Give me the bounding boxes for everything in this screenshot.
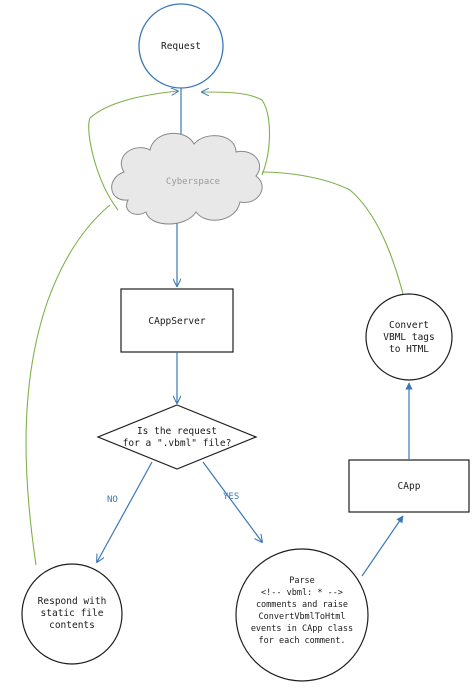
convert-node: Convert VBML tags to HTML — [365, 293, 453, 381]
parse-line-2: <!-- vbml: * --> — [261, 588, 343, 598]
edge-cyberspace-right-return — [202, 92, 270, 176]
edge-respond-to-request — [25, 204, 111, 566]
parse-line-6: for each comment. — [259, 636, 346, 646]
parse-line-3: comments and raise — [256, 600, 348, 610]
edge-decision-no — [97, 461, 153, 562]
convert-line-1: Convert — [389, 320, 429, 331]
parse-node: Parse <!-- vbml: * --> comments and rais… — [235, 548, 369, 682]
respond-line-3: contents — [49, 620, 95, 631]
cappserver-node: CAppServer — [120, 288, 234, 353]
capp-node: CApp — [348, 459, 470, 513]
cyberspace-label: Cyberspace — [166, 177, 220, 187]
convert-line-2: VBML tags — [383, 332, 434, 343]
cyberspace-cloud: Cyberspace — [111, 132, 263, 225]
convert-line-3: to HTML — [389, 344, 429, 355]
decision-line-2: for a ".vbml" file? — [123, 438, 232, 449]
decision-line-1: Is the request — [137, 426, 217, 437]
parse-line-5: events in CApp class — [251, 624, 353, 634]
decision-node: Is the request for a ".vbml" file? — [96, 404, 258, 470]
parse-line-1: Parse — [289, 576, 315, 586]
cappserver-label: CAppServer — [148, 316, 205, 327]
edge-decision-yes — [202, 461, 262, 542]
edge-cyberspace-left-return — [88, 91, 178, 211]
edge-no-label: NO — [107, 495, 118, 505]
respond-line-1: Respond with — [38, 596, 107, 607]
parse-line-4: ConvertVbmlToHtml — [259, 612, 346, 622]
respond-node: Respond with static file contents — [21, 563, 123, 665]
edge-yes-label: YES — [223, 492, 239, 502]
request-node: Request — [138, 3, 224, 89]
edge-convert-to-cyberspace — [261, 171, 411, 323]
capp-label: CApp — [398, 481, 421, 492]
request-label: Request — [161, 41, 201, 52]
respond-line-2: static file — [41, 608, 104, 619]
edge-parse-to-capp — [361, 515, 404, 577]
